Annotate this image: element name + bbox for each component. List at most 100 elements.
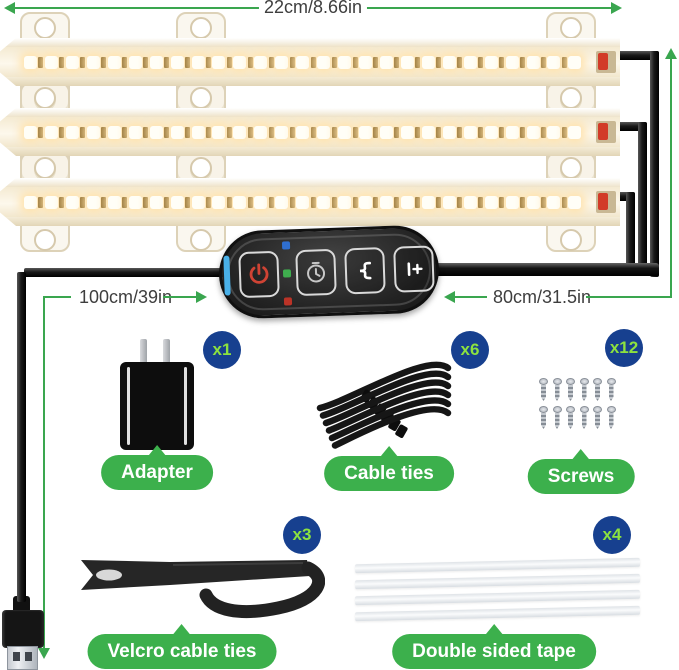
cable-tie-buckle (395, 424, 408, 438)
screw-head (593, 406, 602, 413)
adapter-label-pill: Adapter (101, 455, 213, 490)
led (568, 125, 582, 139)
measure-line-right-vertical (670, 57, 672, 298)
screw-head (552, 378, 562, 385)
resistor (59, 56, 65, 68)
led (149, 125, 163, 139)
led (421, 125, 435, 139)
cycle-button[interactable] (344, 247, 386, 295)
timer-icon (307, 261, 326, 283)
resistor (561, 56, 567, 68)
led (212, 125, 226, 139)
led (191, 55, 205, 69)
screw-shaft (568, 385, 573, 401)
led (107, 55, 121, 69)
cable-ties-label-pill: Cable ties (324, 456, 454, 491)
led (547, 195, 561, 209)
usb-plug-metal (7, 646, 38, 670)
indicator-bar (223, 255, 231, 296)
cable-tie (319, 370, 452, 419)
led (505, 55, 519, 69)
led (442, 125, 456, 139)
led (86, 195, 100, 209)
adapter-stripe (184, 367, 187, 445)
resistor (457, 56, 463, 68)
resistor (540, 56, 546, 68)
led (379, 55, 393, 69)
resistor (80, 56, 86, 68)
screw-head (552, 406, 562, 413)
led-strip (0, 178, 620, 226)
led (275, 55, 289, 69)
brightness-button[interactable] (393, 245, 435, 293)
led (107, 195, 121, 209)
resistor (352, 56, 358, 68)
resistor (122, 196, 128, 208)
resistor (478, 196, 484, 208)
resistor (561, 126, 567, 138)
resistor (289, 126, 295, 138)
led (233, 125, 247, 139)
led (296, 125, 310, 139)
timer-button[interactable] (295, 248, 337, 297)
screw (565, 406, 576, 430)
usb-cable-length-label: 100cm/39in (74, 287, 178, 308)
adapter-prong (140, 339, 147, 364)
tape-label-pill: Double sided tape (392, 634, 596, 669)
strip-rail (0, 217, 620, 226)
led (442, 55, 456, 69)
led (359, 125, 372, 139)
strip-rail (0, 38, 620, 47)
resistor (373, 196, 379, 208)
screw-head (566, 406, 575, 413)
red-indicator-dot (283, 297, 293, 306)
resistor (226, 126, 232, 138)
strip1-cable (612, 51, 659, 60)
cable-tie (328, 397, 452, 442)
tape-strip (354, 573, 641, 590)
power-button[interactable] (238, 250, 280, 299)
screw (592, 406, 603, 430)
led (86, 125, 100, 139)
led (547, 125, 561, 139)
screw (579, 378, 590, 402)
strip-rail (0, 108, 620, 117)
screws (538, 378, 628, 438)
resistor (38, 126, 44, 138)
resistor (247, 126, 253, 138)
resistor (457, 196, 463, 208)
screw (606, 406, 617, 430)
led (338, 195, 352, 209)
resistor (373, 56, 379, 68)
screw-shaft (595, 385, 600, 401)
led (149, 195, 163, 209)
strip-led-row (0, 47, 620, 77)
led (421, 55, 435, 69)
led (212, 55, 226, 69)
resistor (205, 56, 211, 68)
resistor (122, 126, 128, 138)
resistor (415, 126, 421, 138)
led (505, 125, 519, 139)
led (463, 125, 477, 139)
led (526, 125, 540, 139)
strip-connector (596, 191, 616, 213)
usb-plug-body (2, 610, 44, 648)
resistor (185, 126, 191, 138)
led (296, 55, 310, 69)
screw-head (539, 378, 548, 385)
resistor (499, 56, 505, 68)
led (170, 195, 184, 209)
led-strip (0, 108, 620, 156)
screw-shaft (608, 385, 614, 401)
screw (538, 406, 549, 430)
led (359, 195, 372, 209)
green-indicator-dot (282, 269, 292, 278)
screw-shaft (554, 385, 560, 401)
resistor (394, 196, 400, 208)
tape-count-badge: x4 (593, 516, 631, 554)
led (568, 55, 582, 69)
led (170, 125, 184, 139)
led (359, 55, 372, 69)
adapter-stripe (127, 367, 130, 445)
